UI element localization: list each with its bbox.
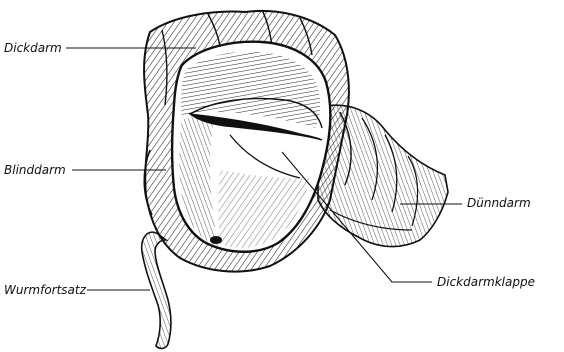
label-duenndarm: Dünndarm <box>467 196 531 210</box>
label-blinddarm: Blinddarm <box>4 163 66 177</box>
label-dickdarmklappe: Dickdarmklappe <box>437 275 535 289</box>
label-dickdarm: Dickdarm <box>4 41 62 55</box>
label-wurmfortsatz: Wurmfortsatz <box>4 283 86 297</box>
